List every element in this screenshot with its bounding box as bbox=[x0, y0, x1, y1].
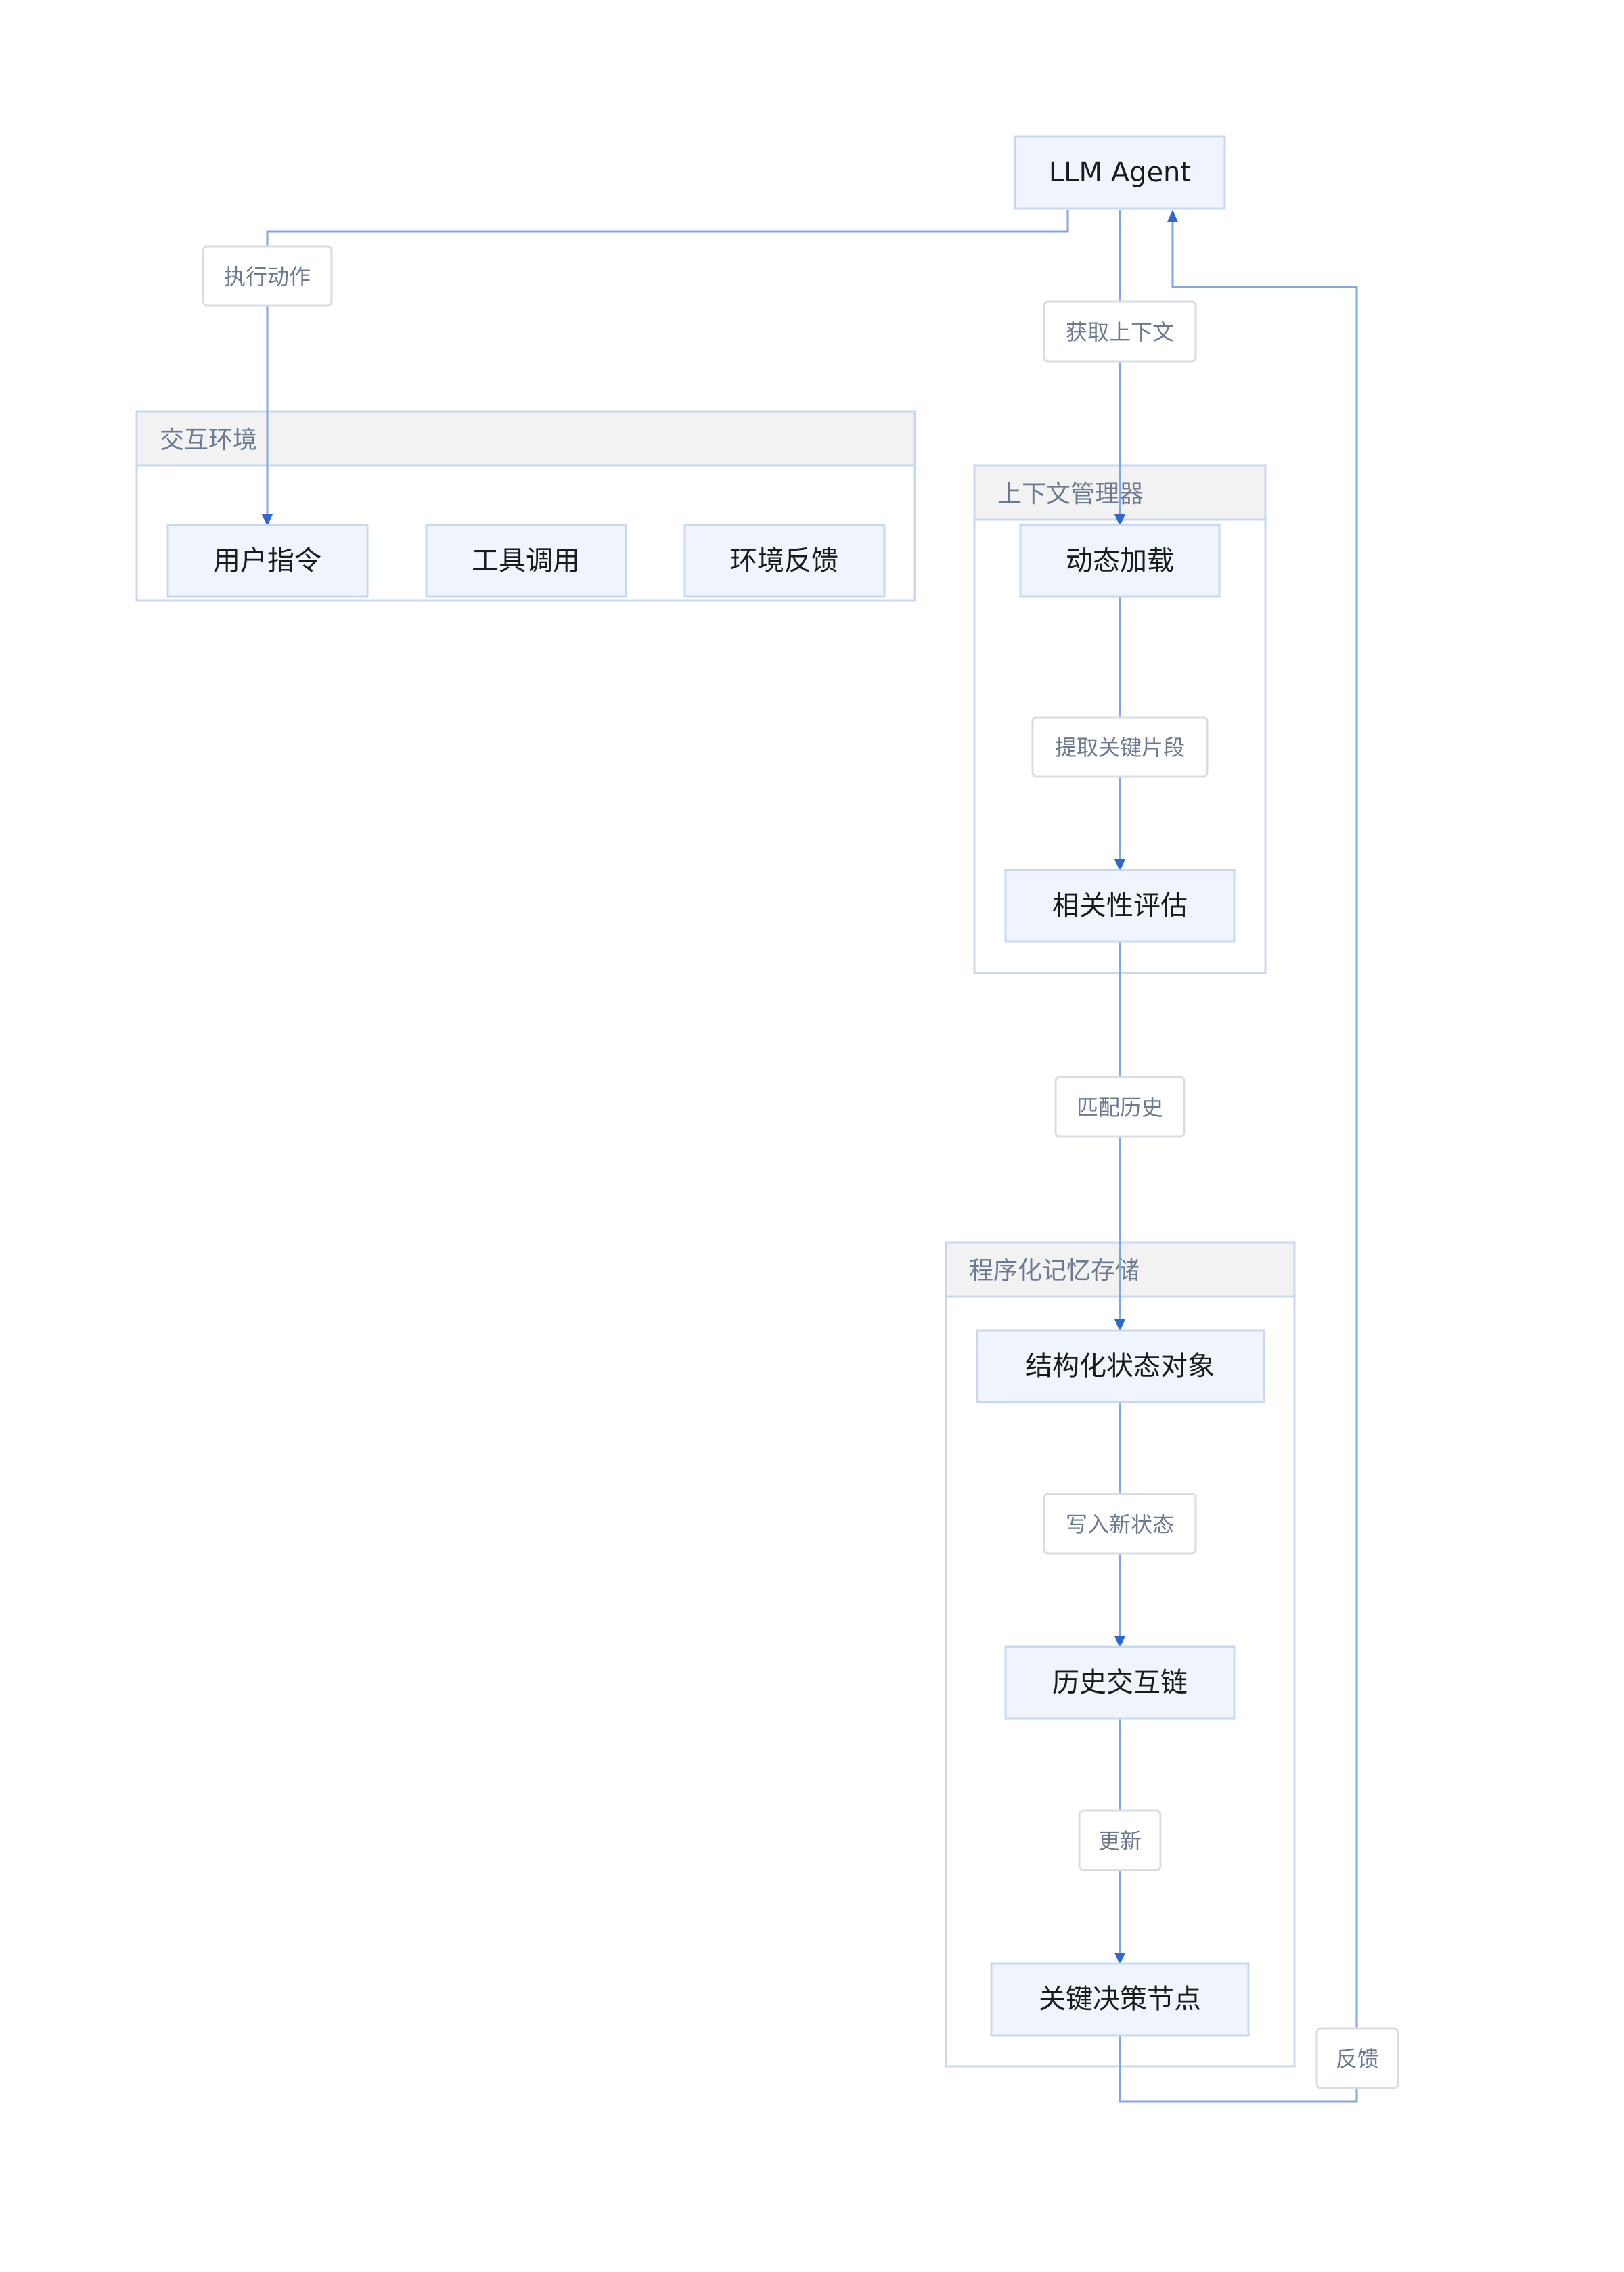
node-label-history-chain: 历史交互链 bbox=[1052, 1667, 1188, 1698]
svg-text:匹配历史: 匹配历史 bbox=[1077, 1095, 1163, 1120]
svg-text:执行动作: 执行动作 bbox=[224, 264, 311, 290]
group-title-context-manager: 上下文管理器 bbox=[997, 480, 1144, 508]
edge-label-match-history: 匹配历史 bbox=[1054, 1076, 1186, 1138]
edge-label-execute-action: 执行动作 bbox=[202, 245, 333, 307]
node-user-instruction[interactable]: 用户指令 bbox=[166, 524, 369, 598]
arrowhead-get-context bbox=[1114, 514, 1125, 526]
node-relevance-eval[interactable]: 相关性评估 bbox=[1004, 869, 1236, 943]
edge-label-update: 更新 bbox=[1078, 1809, 1162, 1871]
arrowhead-execute-action bbox=[262, 514, 273, 526]
svg-text:写入新状态: 写入新状态 bbox=[1066, 1512, 1174, 1537]
node-llm-agent[interactable]: LLM Agent bbox=[1014, 135, 1226, 210]
node-structured-state[interactable]: 结构化状态对象 bbox=[976, 1329, 1265, 1403]
group-title-interaction-env: 交互环境 bbox=[160, 426, 257, 454]
node-label-key-decision: 关键决策节点 bbox=[1039, 1984, 1201, 2015]
node-history-chain[interactable]: 历史交互链 bbox=[1004, 1645, 1236, 1720]
node-label-relevance-eval: 相关性评估 bbox=[1052, 890, 1188, 922]
edge-label-extract-key-segments: 提取关键片段 bbox=[1031, 716, 1209, 778]
node-label-user-instruction: 用户指令 bbox=[213, 545, 321, 576]
node-dynamic-load[interactable]: 动态加载 bbox=[1019, 524, 1221, 598]
edge-label-feedback: 反馈 bbox=[1315, 2027, 1399, 2089]
node-key-decision[interactable]: 关键决策节点 bbox=[990, 1962, 1250, 2037]
edge-label-get-context: 获取上下文 bbox=[1043, 300, 1197, 363]
arrowhead-extract-key-segments bbox=[1114, 859, 1125, 871]
arrowhead-update bbox=[1114, 1953, 1125, 1965]
edge-execute-action bbox=[266, 210, 1069, 518]
node-label-llm-agent: LLM Agent bbox=[1049, 157, 1191, 188]
svg-text:更新: 更新 bbox=[1098, 1828, 1142, 1854]
node-env-feedback[interactable]: 环境反馈 bbox=[683, 524, 886, 598]
svg-text:反馈: 反馈 bbox=[1336, 2046, 1379, 2072]
node-label-tool-call: 工具调用 bbox=[472, 545, 580, 576]
node-label-env-feedback: 环境反馈 bbox=[730, 545, 838, 576]
svg-text:获取上下文: 获取上下文 bbox=[1066, 319, 1174, 345]
arrowhead-feedback bbox=[1167, 210, 1178, 222]
edge-feedback bbox=[1119, 218, 1358, 2103]
group-title-procedural-memory: 程序化记忆存储 bbox=[969, 1257, 1140, 1285]
node-tool-call[interactable]: 工具调用 bbox=[425, 524, 627, 598]
node-label-dynamic-load: 动态加载 bbox=[1066, 545, 1174, 576]
node-label-structured-state: 结构化状态对象 bbox=[1025, 1350, 1215, 1382]
arrowhead-write-new-state bbox=[1114, 1636, 1125, 1648]
edge-label-write-new-state: 写入新状态 bbox=[1043, 1493, 1197, 1555]
svg-text:提取关键片段: 提取关键片段 bbox=[1055, 735, 1185, 760]
arrowhead-match-history bbox=[1114, 1319, 1125, 1332]
